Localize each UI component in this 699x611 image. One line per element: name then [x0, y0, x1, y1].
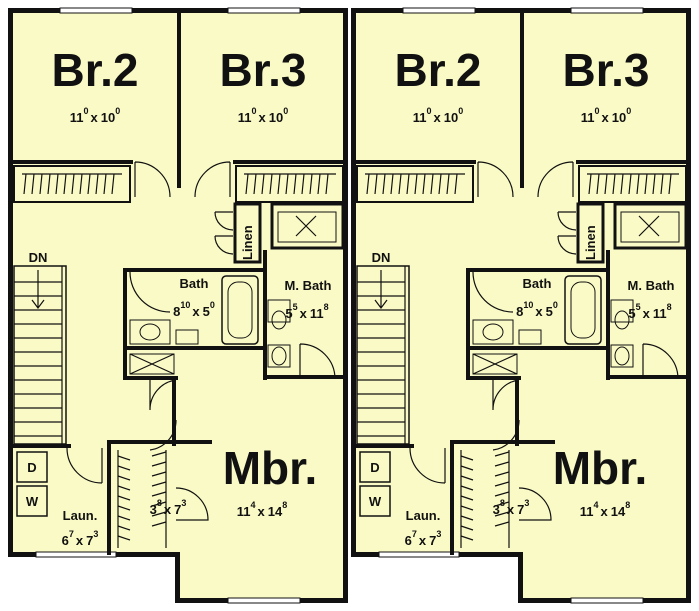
dryer-label: D — [27, 460, 36, 475]
washer-label: W — [26, 494, 39, 509]
room-name-laun: Laun. — [63, 508, 98, 523]
room-name-bath: Bath — [180, 276, 209, 291]
room-name-linen: Linen — [583, 225, 598, 260]
room-name-mbath: M. Bath — [285, 278, 332, 293]
room-name-br3: Br.3 — [220, 44, 307, 96]
room-name-br2: Br.2 — [395, 44, 482, 96]
room-name-br2: Br.2 — [52, 44, 139, 96]
stair-label: DN — [29, 250, 48, 265]
room-name-laun: Laun. — [406, 508, 441, 523]
stair-label: DN — [372, 250, 391, 265]
dryer-label: D — [370, 460, 379, 475]
room-name-bath: Bath — [523, 276, 552, 291]
washer-label: W — [369, 494, 382, 509]
room-name-mbr: Mbr. — [553, 442, 648, 494]
room-name-br3: Br.3 — [563, 44, 650, 96]
room-name-mbath: M. Bath — [628, 278, 675, 293]
room-name-mbr: Mbr. — [223, 442, 318, 494]
room-name-linen: Linen — [240, 225, 255, 260]
